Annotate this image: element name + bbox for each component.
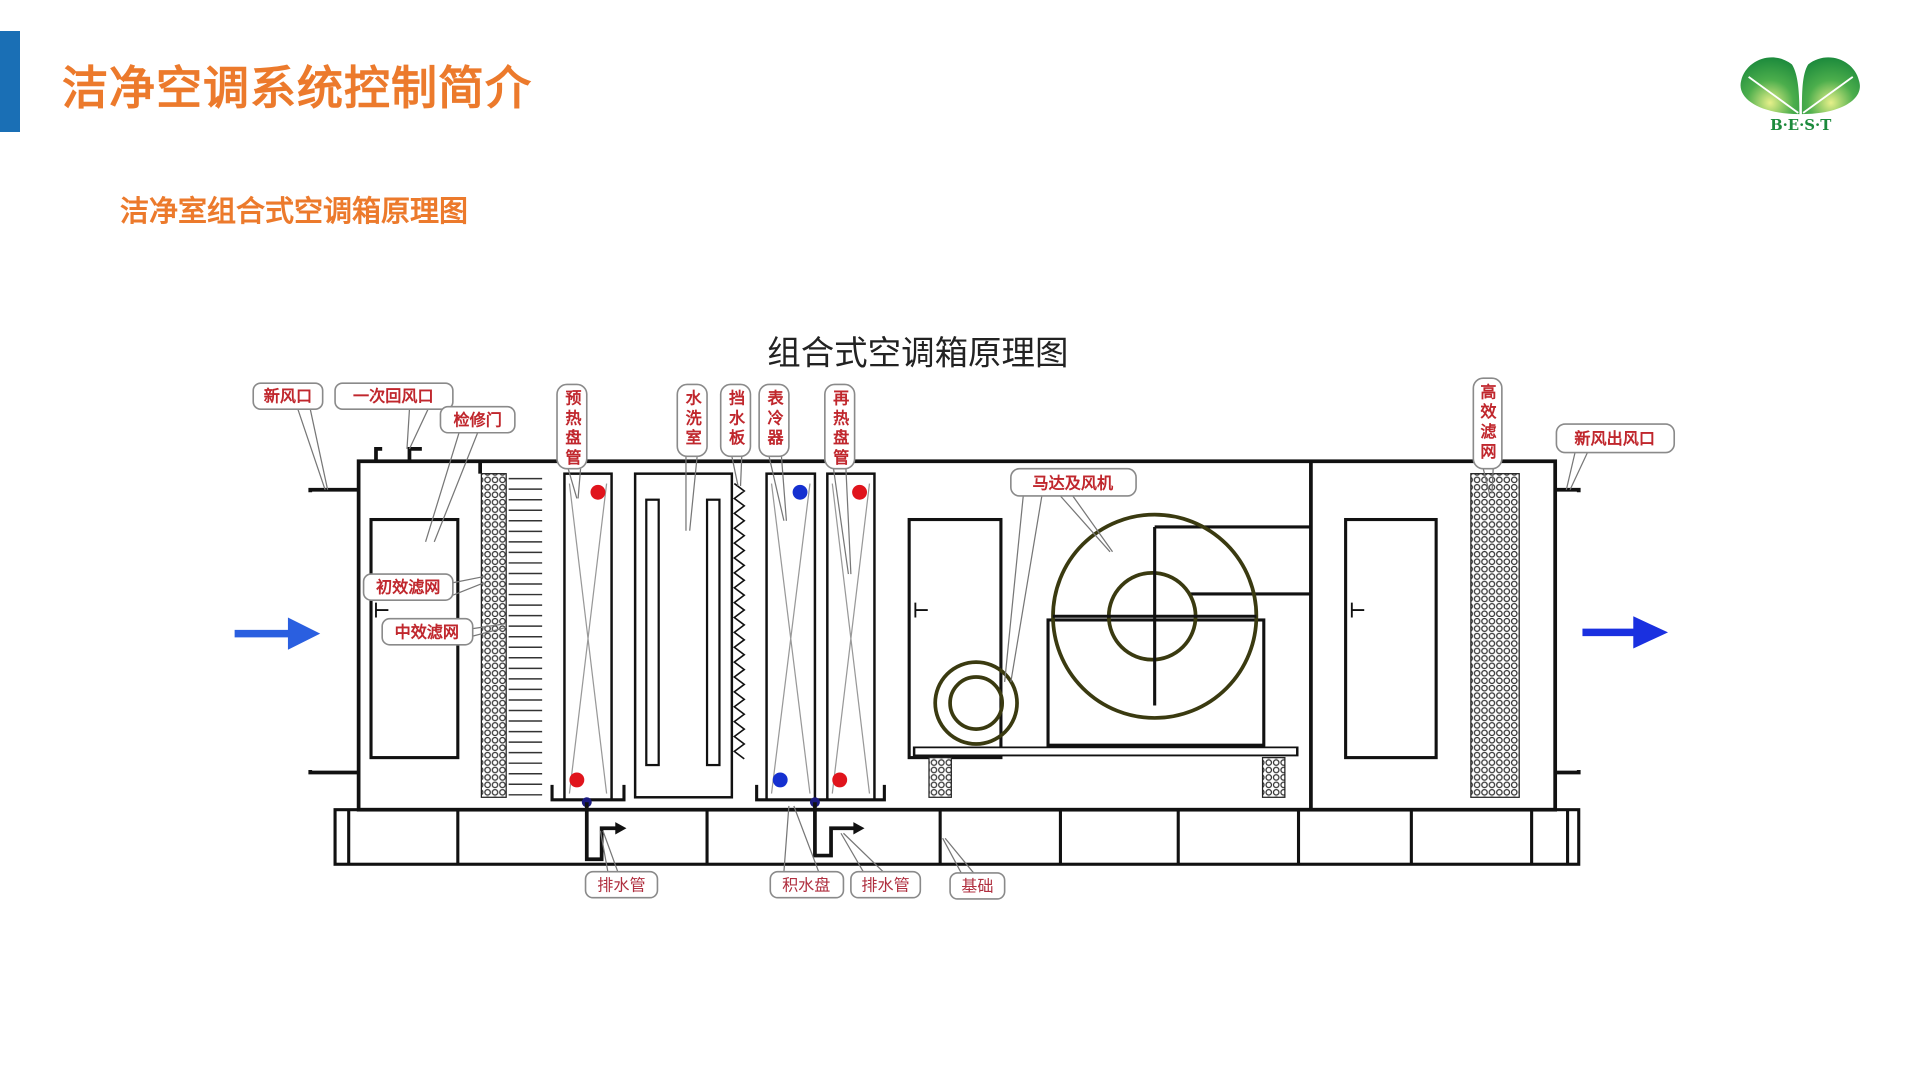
fan-mount-right bbox=[1261, 756, 1286, 798]
water-wash-chamber bbox=[633, 472, 734, 799]
page-title: 洁净空调系统控制简介 bbox=[62, 61, 532, 115]
callout-drip-pan: 积水盘 bbox=[769, 870, 845, 899]
svg-text:新风口: 新风口 bbox=[264, 387, 312, 406]
callout-drain-pipe: 排水管 bbox=[850, 870, 922, 899]
svg-text:再热盘管: 再热盘管 bbox=[830, 389, 849, 468]
callout-reheat-coil: 再热盘管 bbox=[824, 383, 856, 470]
callout-primary-return-air: 一次回风口 bbox=[334, 382, 454, 410]
door-handle-icon bbox=[1350, 602, 1365, 618]
callout-fresh-air-inlet: 新风口 bbox=[252, 382, 324, 410]
section-subtitle: 洁净室组合式空调箱原理图 bbox=[120, 194, 469, 228]
inflow-arrow-icon bbox=[234, 617, 321, 650]
diagram-title: 组合式空调箱原理图 bbox=[767, 334, 1068, 373]
callout-baffle: 挡水板 bbox=[719, 383, 752, 458]
svg-text:一次回风口: 一次回风口 bbox=[353, 387, 434, 406]
callout-hepa-filter: 高效滤网 bbox=[1472, 377, 1503, 470]
reheat-coil bbox=[826, 472, 876, 802]
svg-text:水洗室: 水洗室 bbox=[683, 389, 702, 449]
accent-bar bbox=[0, 31, 20, 132]
callout-water-wash: 水洗室 bbox=[676, 383, 708, 458]
door-handle-icon bbox=[914, 602, 928, 618]
svg-text:排水管: 排水管 bbox=[861, 875, 909, 894]
preheat-coil bbox=[563, 472, 613, 802]
callout-motor-fan: 马达及风机 bbox=[1010, 467, 1137, 497]
callout-drain-pipe: 排水管 bbox=[584, 870, 659, 899]
logo-text: B·E·S·T bbox=[1770, 116, 1831, 134]
svg-text:新风出风口: 新风出风口 bbox=[1574, 429, 1655, 448]
primary-filter-fins bbox=[508, 477, 543, 796]
svg-text:马达及风机: 马达及风机 bbox=[1033, 474, 1114, 493]
cooling-coil bbox=[765, 472, 817, 802]
svg-text:排水管: 排水管 bbox=[597, 875, 645, 894]
callout-medium-filter: 中效滤网 bbox=[381, 617, 474, 646]
svg-text:预热盘管: 预热盘管 bbox=[562, 389, 581, 468]
svg-text:积水盘: 积水盘 bbox=[782, 875, 830, 894]
baffle-plate bbox=[732, 482, 746, 760]
fan-mount-left bbox=[928, 756, 952, 798]
svg-text:中效滤网: 中效滤网 bbox=[395, 622, 459, 641]
svg-text:挡水板: 挡水板 bbox=[726, 389, 745, 449]
callout-preheat-coil: 预热盘管 bbox=[556, 383, 588, 470]
callout-foundation: 基础 bbox=[949, 872, 1006, 900]
outflow-arrow-icon bbox=[1582, 616, 1669, 649]
callout-pointers bbox=[297, 408, 1588, 874]
hepa-filter-mesh bbox=[1470, 473, 1520, 798]
best-logo: B·E·S·T bbox=[1740, 57, 1860, 134]
access-door-fan bbox=[907, 517, 1003, 760]
callout-primary-filter: 初效滤网 bbox=[362, 573, 454, 601]
foundation-base bbox=[333, 808, 1581, 866]
fan-assembly bbox=[912, 512, 1311, 757]
callout-cooling-coil: 表冷器 bbox=[758, 383, 790, 458]
drain-pipes bbox=[581, 797, 865, 862]
svg-text:表冷器: 表冷器 bbox=[765, 389, 785, 449]
door-handle-icon bbox=[375, 602, 389, 618]
svg-text:基础: 基础 bbox=[961, 877, 993, 896]
callout-access-door: 检修门 bbox=[439, 405, 516, 434]
callout-supply-outlet: 新风出风口 bbox=[1555, 423, 1676, 454]
svg-text:初效滤网: 初效滤网 bbox=[376, 578, 440, 597]
medium-filter-mesh bbox=[480, 473, 507, 798]
svg-text:高效滤网: 高效滤网 bbox=[1477, 382, 1496, 462]
svg-text:检修门: 检修门 bbox=[453, 410, 501, 429]
access-door-right bbox=[1344, 517, 1438, 760]
